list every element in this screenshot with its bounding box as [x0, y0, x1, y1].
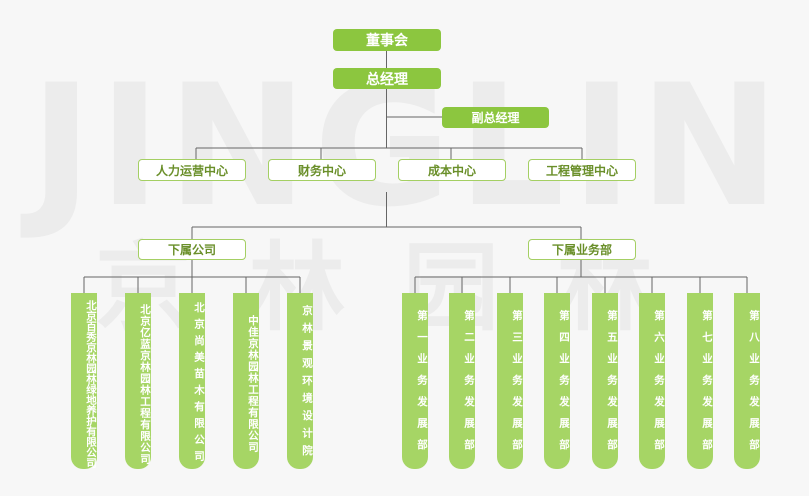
node-center-cost: 成本中心	[398, 159, 506, 181]
node-subsidiaries: 下属公司	[138, 239, 246, 260]
node-chairman: 董事会	[333, 29, 441, 51]
node-deputy-general-manager: 副总经理	[442, 107, 549, 128]
department-node: 第四业务发展部	[544, 293, 570, 469]
department-node: 第三业务发展部	[497, 293, 523, 469]
subsidiary-node: 中佳京林园林工程有限公司	[233, 293, 259, 469]
subsidiary-node: 北京尚美苗木有限公司	[179, 293, 205, 469]
node-center-engineering: 工程管理中心	[528, 159, 636, 181]
department-node: 第八业务发展部	[734, 293, 760, 469]
department-node: 第五业务发展部	[592, 293, 618, 469]
subsidiary-node: 北京亿蓝京林园林工程有限公司	[125, 293, 151, 469]
subsidiary-node: 北京百秀京林园林绿地养护有限公司	[71, 293, 97, 469]
department-node: 第七业务发展部	[687, 293, 713, 469]
node-center-finance: 财务中心	[268, 159, 376, 181]
department-node: 第二业务发展部	[449, 293, 475, 469]
node-center-hr: 人力运营中心	[138, 159, 246, 181]
department-node: 第一业务发展部	[402, 293, 428, 469]
node-general-manager: 总经理	[333, 68, 441, 89]
subsidiary-node: 京林景观环境设计院	[287, 293, 313, 469]
node-departments: 下属业务部	[528, 239, 636, 260]
department-node: 第六业务发展部	[639, 293, 665, 469]
